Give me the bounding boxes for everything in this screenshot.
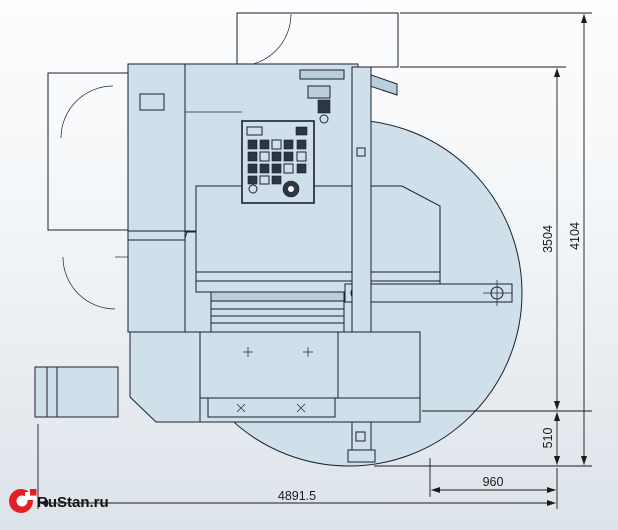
rustan-logo: RuStan.ru [9,489,109,513]
door-arc-lower [62,256,116,310]
dimension-lines [37,12,592,509]
door-arc-upper [60,85,114,139]
work-table [210,291,345,333]
machine-bed [195,185,441,293]
dimension-960: 960 [483,475,504,489]
control-buttons [247,139,307,185]
dimension-labels: 3504 4104 510 960 4891.5 [278,222,582,503]
control-panel [241,120,315,204]
left-cabinet [47,72,129,310]
machine-base [129,331,421,423]
side-unit [34,366,119,418]
dimension-3504: 3504 [541,225,555,253]
dimension-510: 510 [541,428,555,449]
logo-text: RuStan.ru [37,494,109,511]
dimension-4891: 4891.5 [278,489,316,503]
dimension-4104: 4104 [568,222,582,250]
